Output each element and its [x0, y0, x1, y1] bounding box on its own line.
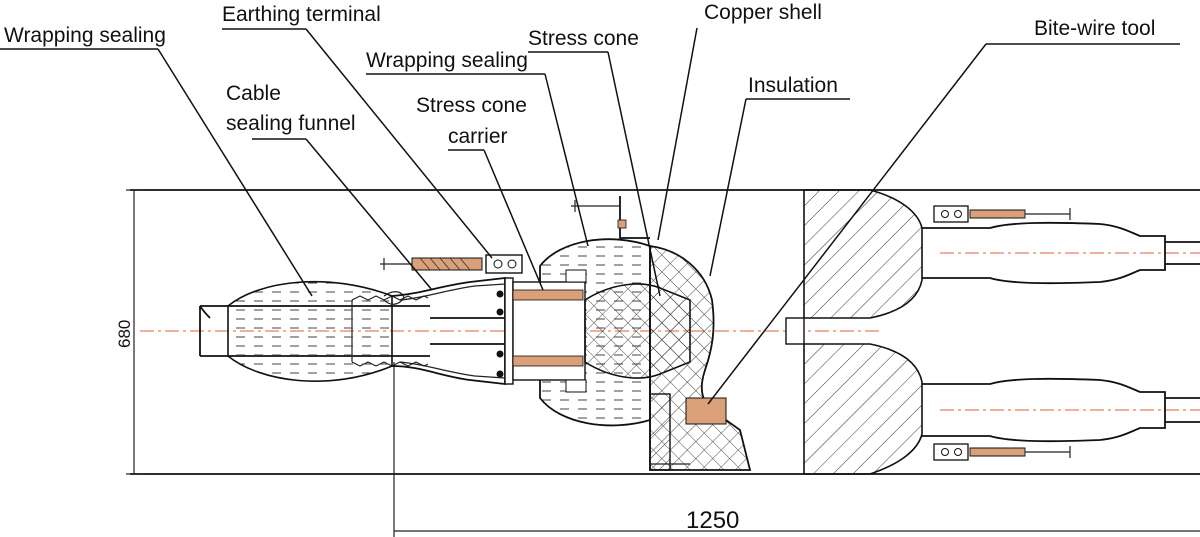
wrapping-sealing-left — [227, 280, 405, 382]
label-stress-cone: Stress cone — [528, 27, 639, 50]
stress-cone-carrier — [512, 269, 587, 393]
label-stress-cone-carrier-1: Stress cone — [416, 94, 527, 117]
insulation-body — [571, 196, 752, 471]
leader-lines — [0, 27, 1180, 405]
label-cable: Cable — [226, 82, 281, 105]
insulation-block — [785, 189, 923, 475]
label-copper-shell: Copper shell — [704, 1, 822, 24]
labels: Wrapping sealing Earthing terminal Coppe… — [4, 1, 1155, 148]
earthing-terminal-left — [380, 254, 523, 274]
label-earthing-terminal: Earthing terminal — [222, 3, 381, 26]
label-sealing-funnel: sealing funnel — [226, 112, 356, 135]
label-insulation: Insulation — [748, 74, 838, 97]
height-dimension-label: 680 — [115, 320, 134, 348]
length-dimension: 1250 — [393, 362, 1200, 537]
enclosure-outline — [130, 189, 1200, 475]
label-stress-cone-carrier-2: carrier — [448, 125, 508, 148]
length-dimension-label: 1250 — [686, 507, 739, 534]
lower-termination — [922, 377, 1200, 461]
label-wrapping-sealing-left: Wrapping sealing — [4, 24, 166, 47]
label-wrapping-sealing-mid: Wrapping sealing — [366, 49, 528, 72]
height-dimension: 680 — [115, 189, 142, 475]
upper-termination — [922, 205, 1200, 285]
label-bite-wire-tool: Bite-wire tool — [1034, 17, 1155, 40]
